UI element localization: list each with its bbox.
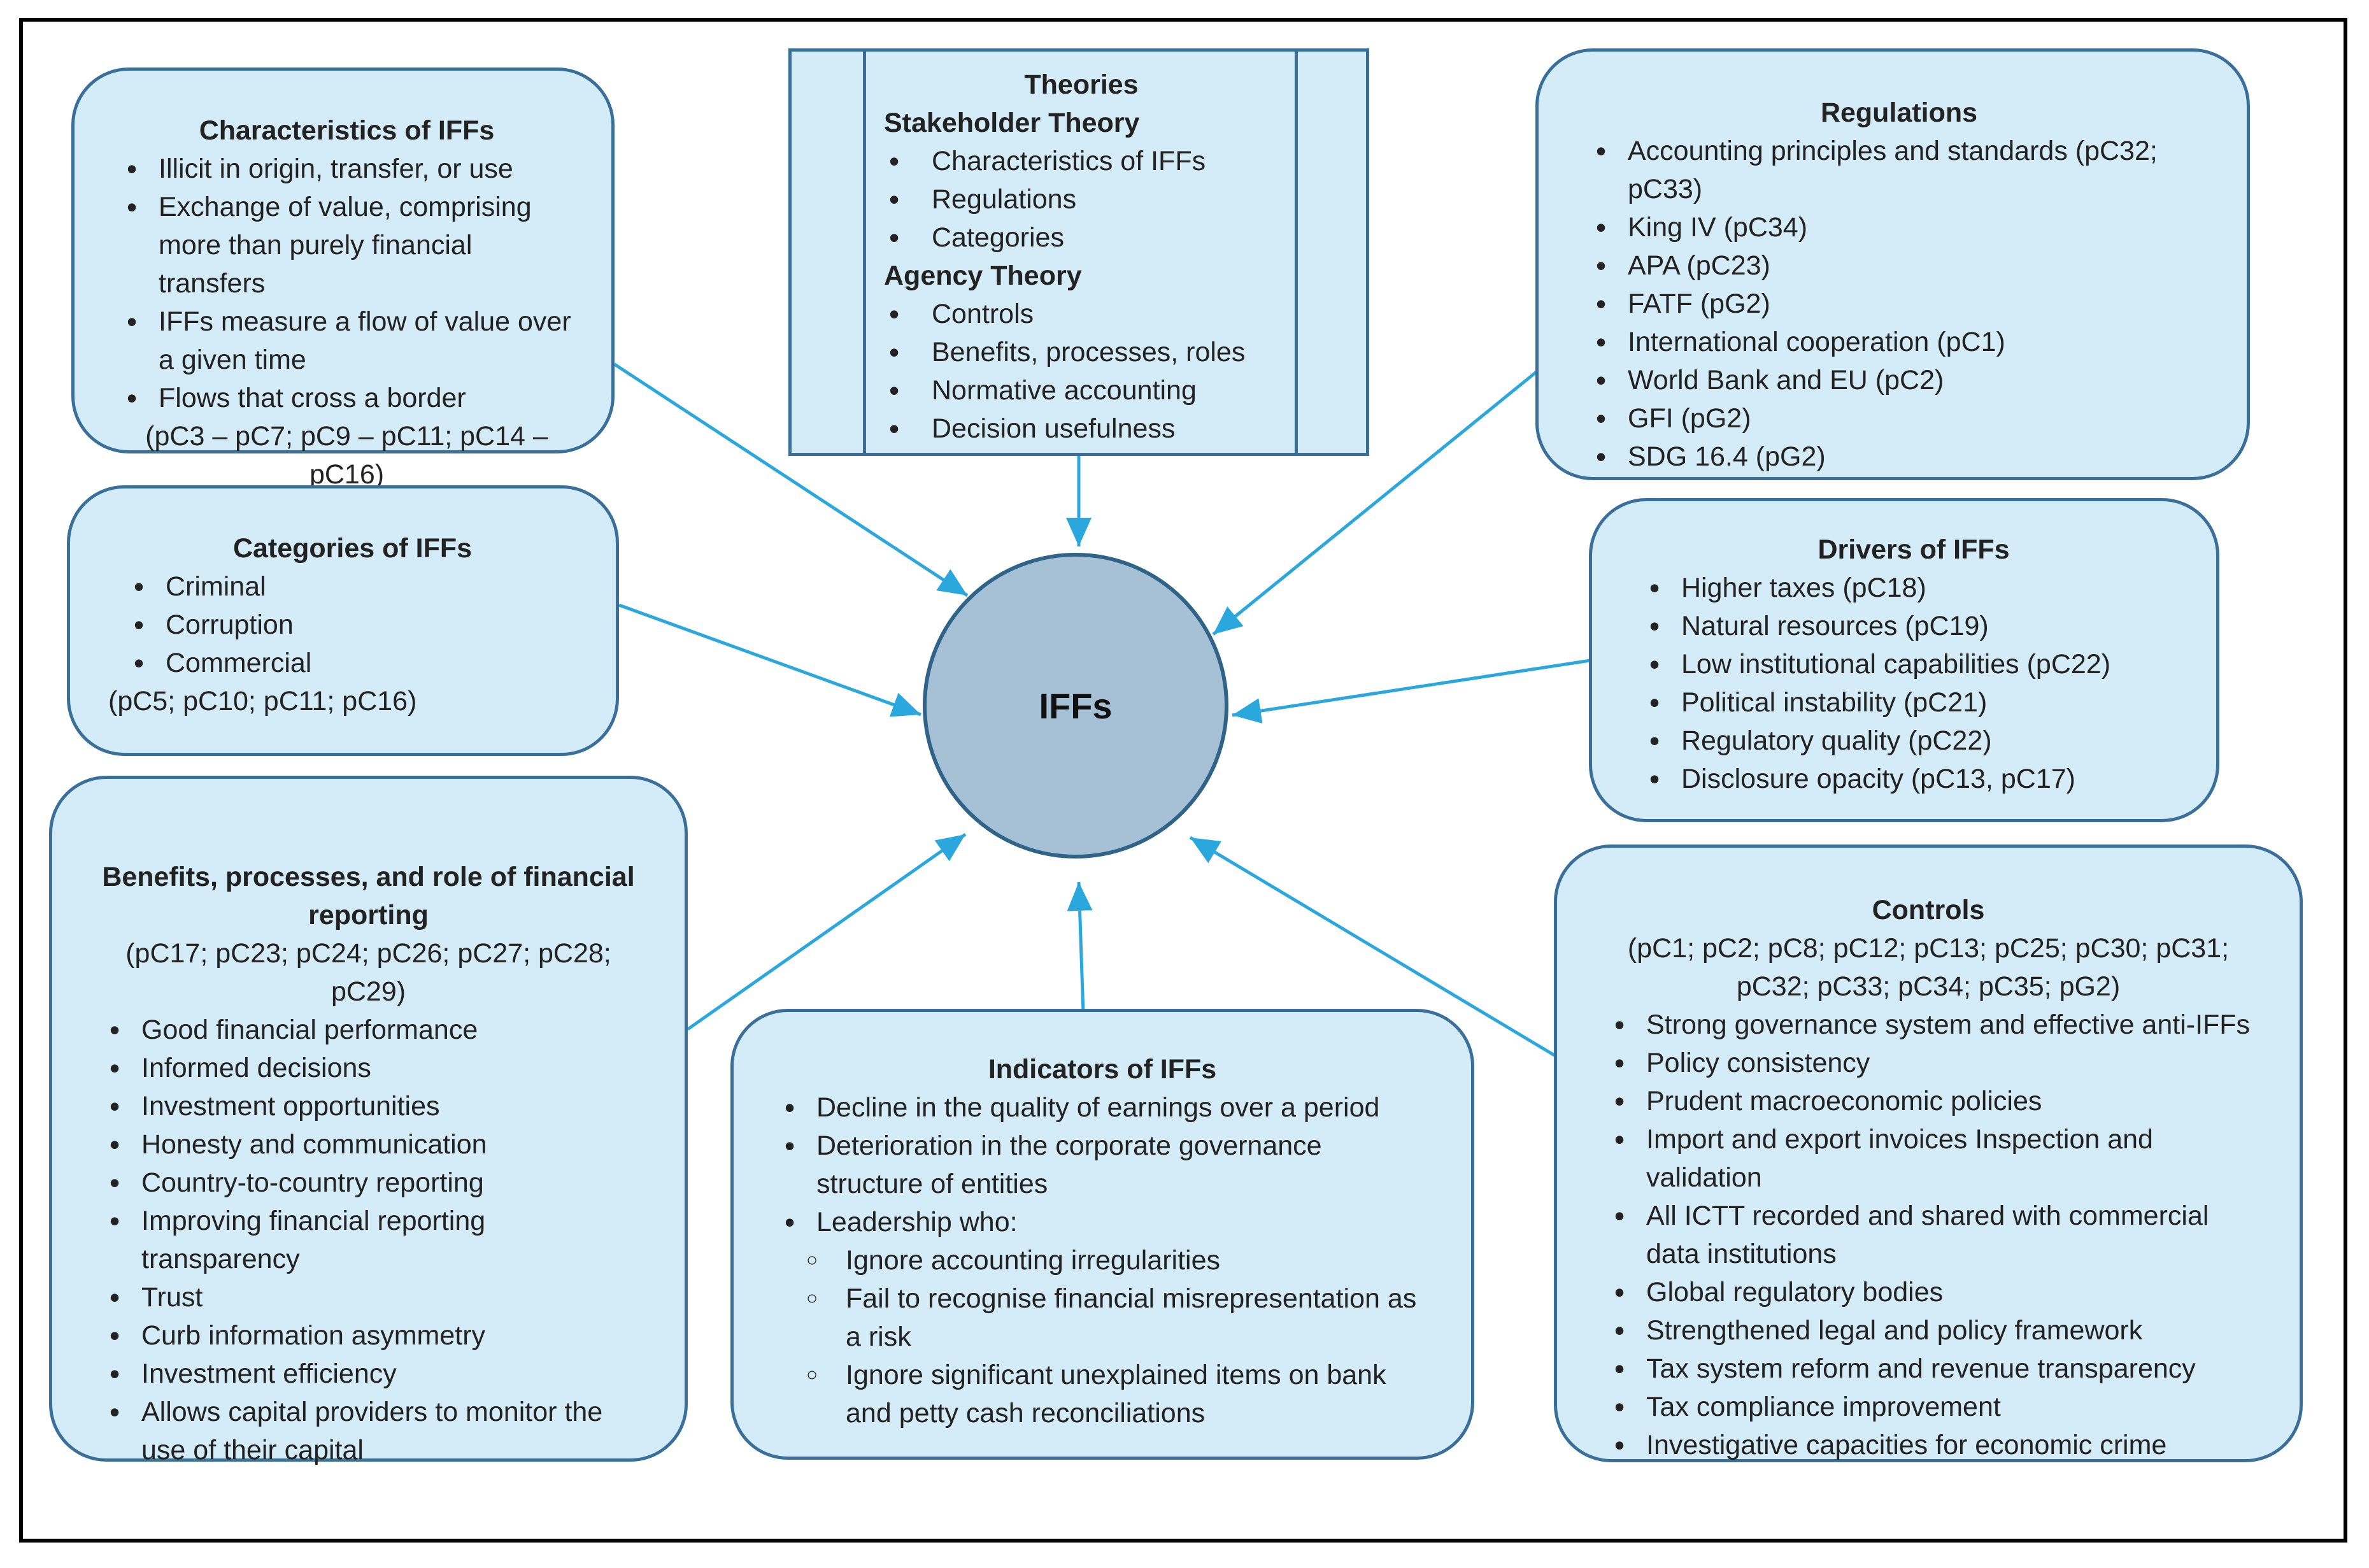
list-item: Regulatory quality (pC22) [1637, 722, 2191, 760]
list-item: Prudent macroeconomic policies [1602, 1082, 2255, 1120]
list-item: Natural resources (pC19) [1637, 607, 2191, 645]
list-item: Investment efficiency [97, 1355, 640, 1393]
list-item: Curb information asymmetry [97, 1316, 640, 1355]
list-item: Controls [884, 295, 1279, 333]
list-item: Political instability (pC21) [1637, 683, 2191, 722]
list-item: Tax compliance improvement [1602, 1388, 2255, 1426]
benefits-box: Benefits, processes, and role of financi… [49, 776, 688, 1465]
controls-title: Controls [1872, 895, 1985, 925]
list-item: Strengthened legal and policy framework [1602, 1311, 2255, 1350]
list-item: Global regulatory bodies [1602, 1273, 2255, 1311]
list-item: Higher taxes (pC18) [1637, 569, 2191, 607]
theories-left-bar [863, 52, 866, 453]
list-item: Informed decisions [97, 1049, 640, 1087]
regulations-title: Regulations [1820, 97, 1978, 128]
list-item: Commercial [121, 644, 584, 682]
list-item: Regulations [884, 180, 1279, 218]
list-item: Investigative capacities for economic cr… [1602, 1426, 2255, 1464]
list-item: Disclosure opacity (pC13, pC17) [1637, 760, 2191, 798]
list-item: International cooperation (pC1) [1583, 323, 2215, 361]
list-item: Investment opportunities [97, 1087, 640, 1125]
sub-list-item: Ignore significant unexplained items on … [797, 1356, 1433, 1432]
list-item: Policy consistency [1602, 1044, 2255, 1082]
list-item: Leadership who: [772, 1203, 1433, 1241]
categories-citation: (pC5; pC10; pC11; pC16) [108, 686, 417, 716]
list-item: Criminal [121, 567, 584, 606]
list-item: King IV (pC34) [1583, 208, 2215, 246]
list-item: FATF (pG2) [1583, 285, 2215, 323]
list-item: Strong governance system and effective a… [1602, 1006, 2255, 1044]
categories-title: Categories of IFFs [232, 533, 473, 564]
list-item: Trust [97, 1278, 640, 1316]
sub-list-item: Ignore accounting irregularities [797, 1241, 1433, 1279]
regulations-box: Regulations Accounting principles and st… [1535, 48, 2250, 480]
stakeholder-theory-heading: Stakeholder Theory [884, 108, 1140, 138]
categories-box: Categories of IFFs Criminal Corruption C… [67, 485, 619, 756]
indicators-title: Indicators of IFFs [988, 1054, 1217, 1085]
theories-title: Theories [1024, 69, 1139, 100]
list-item: All ICTT recorded and shared with commer… [1602, 1197, 2255, 1273]
list-item: IFFs measure a flow of value over a give… [114, 303, 580, 379]
theories-right-bar [1295, 52, 1298, 453]
list-item: Corruption [121, 606, 584, 644]
characteristics-title: Characteristics of IFFs [199, 115, 495, 146]
list-item: Improving financial reporting transparen… [97, 1202, 640, 1278]
list-item: Low institutional capabilities (pC22) [1637, 645, 2191, 683]
list-item: Normative accounting [884, 371, 1279, 410]
drivers-title: Drivers of IFFs [1818, 534, 2010, 565]
characteristics-box: Characteristics of IFFs Illicit in origi… [71, 68, 615, 490]
characteristics-citation: (pC3 – pC7; pC9 – pC11; pC14 – pC16) [145, 421, 548, 490]
indicators-box: Indicators of IFFs Decline in the qualit… [730, 1009, 1474, 1460]
list-item: SDG 16.4 (pG2) [1583, 438, 2215, 476]
list-item: APA (pC23) [1583, 246, 2215, 285]
list-item: GFI (pG2) [1583, 399, 2215, 438]
theories-box: Theories Stakeholder Theory Characterist… [788, 48, 1369, 456]
list-item: Characteristics of IFFs [884, 142, 1279, 180]
list-item: Good financial performance [97, 1011, 640, 1049]
list-item: Categories [884, 218, 1279, 257]
controls-citation: (pC1; pC2; pC8; pC12; pC13; pC25; pC30; … [1627, 933, 2230, 1002]
center-label: IFFs [1039, 685, 1113, 726]
list-item: Flows that cross a border [114, 379, 580, 417]
benefits-title: Benefits, processes, and role of financi… [102, 862, 635, 930]
list-item: Tax system reform and revenue transparen… [1602, 1350, 2255, 1388]
list-item: Accounting principles and standards (pC3… [1583, 132, 2215, 208]
list-item: Illicit in origin, transfer, or use [114, 150, 580, 188]
controls-box: Controls (pC1; pC2; pC8; pC12; pC13; pC2… [1554, 845, 2303, 1464]
agency-theory-heading: Agency Theory [884, 260, 1082, 291]
list-item: Benefits, processes, roles [884, 333, 1279, 371]
list-item: Exchange of value, comprising more than … [114, 188, 580, 303]
drivers-box: Drivers of IFFs Higher taxes (pC18) Natu… [1589, 498, 2219, 822]
benefits-citation: (pC17; pC23; pC24; pC26; pC27; pC28; pC2… [125, 938, 611, 1007]
list-item: Honesty and communication [97, 1125, 640, 1164]
list-item: Decision usefulness [884, 410, 1279, 448]
list-item: Decline in the quality of earnings over … [772, 1088, 1433, 1127]
iffs-center-node: IFFs [923, 553, 1228, 859]
list-item: Deterioration in the corporate governanc… [772, 1127, 1433, 1203]
list-item: Import and export invoices Inspection an… [1602, 1120, 2255, 1197]
list-item: Allows capital providers to monitor the … [97, 1393, 640, 1469]
sub-list-item: Fail to recognise financial misrepresent… [797, 1279, 1433, 1356]
list-item: World Bank and EU (pC2) [1583, 361, 2215, 399]
list-item: Country-to-country reporting [97, 1164, 640, 1202]
